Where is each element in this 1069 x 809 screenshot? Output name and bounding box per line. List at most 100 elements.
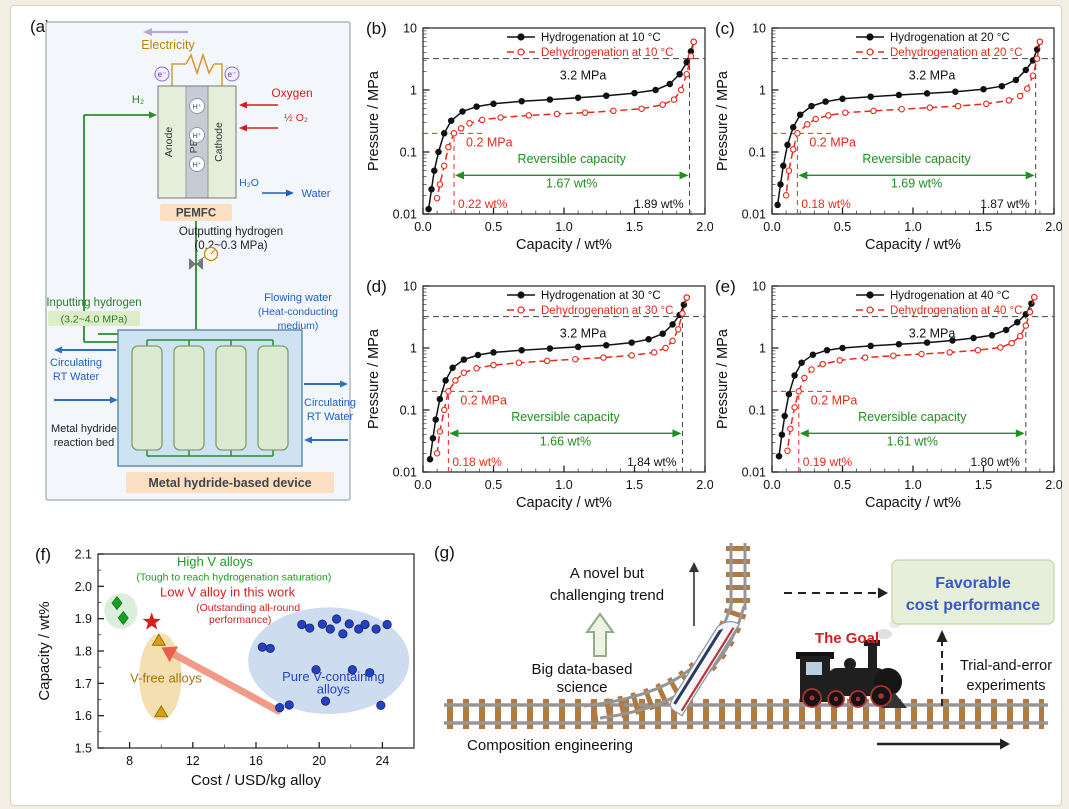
- data-point: [677, 86, 685, 94]
- panel-label: (c): [715, 19, 735, 38]
- reversible-arrow-head: [449, 429, 459, 438]
- data-point: [839, 344, 846, 352]
- reversible-label: Reversible capacity: [518, 152, 627, 166]
- x-tick-label: 0.0: [414, 220, 431, 234]
- scatter-point-pure-v: [265, 643, 275, 654]
- y-tick-label: 0.01: [742, 466, 766, 480]
- y-tick-label: 0.1: [400, 404, 417, 418]
- favorable-label-line1: Favorable: [935, 575, 1011, 592]
- y-tick-label: 1.6: [75, 709, 92, 723]
- reversible-label: Reversible capacity: [858, 410, 967, 424]
- hydride-cylinder: [131, 345, 163, 451]
- data-point: [600, 354, 607, 361]
- data-point: [823, 346, 831, 354]
- scatter-point-pure-v: [354, 624, 364, 634]
- water-label: Water: [302, 188, 331, 200]
- oxygen-arrow-head: [239, 124, 247, 132]
- low-capacity-label: 0.18 wt%: [801, 197, 851, 211]
- y-tick-label: 0.01: [393, 208, 417, 222]
- inputting-pressure-label: (3.2~4.0 MPa): [61, 314, 128, 326]
- favorable-box: [891, 559, 1055, 625]
- scatter-point-v-free: [153, 705, 169, 718]
- data-point: [460, 369, 468, 376]
- data-point: [898, 105, 905, 113]
- data-point: [433, 194, 441, 202]
- data-point: [440, 162, 448, 170]
- electron-icon: [154, 66, 170, 82]
- data-point: [440, 406, 448, 414]
- data-point: [809, 351, 817, 358]
- circuit-wire: [214, 63, 223, 86]
- data-point: [457, 125, 465, 132]
- hydride-cylinder: [173, 345, 205, 451]
- water-in-arrow-head: [304, 436, 312, 444]
- pemfc-caption: PEMFC: [176, 208, 216, 220]
- scatter-point-pure-v: [297, 619, 307, 630]
- data-point: [666, 80, 674, 88]
- data-point: [1029, 72, 1037, 79]
- water-out-arrow-head: [54, 346, 62, 354]
- data-point: [895, 91, 903, 99]
- water-out-arrow-head: [340, 380, 348, 388]
- max-capacity-label: 1.80 wt%: [970, 455, 1020, 469]
- flowing-water-label: Flowing water: [264, 292, 332, 304]
- data-point: [791, 372, 798, 379]
- x-tick-label: 0.5: [834, 478, 851, 492]
- x-tick-label: 0.0: [414, 478, 431, 492]
- h2-label: H₂: [132, 94, 144, 106]
- scatter-point-pure-v: [320, 696, 331, 706]
- data-point: [683, 59, 690, 66]
- annotation-label: High V alloys: [177, 554, 253, 569]
- x-tick-label: 16: [249, 754, 263, 768]
- scatter-point-pure-v: [311, 665, 321, 675]
- data-point: [473, 103, 480, 110]
- data-point: [794, 130, 801, 137]
- data-point: [450, 130, 458, 137]
- scatter-point-pure-v: [284, 700, 294, 710]
- water-in-arrow-head: [110, 396, 118, 404]
- y-axis-label: Pressure / MPa: [366, 70, 382, 171]
- rt-water-right-label: RT Water: [307, 411, 354, 423]
- data-point: [683, 294, 690, 301]
- data-point: [466, 120, 473, 127]
- proton-icon: [189, 156, 205, 172]
- y-axis-label: Pressure / MPa: [715, 328, 731, 429]
- scatter-point-pure-v: [382, 619, 392, 630]
- data-point: [923, 339, 931, 346]
- data-point: [572, 355, 579, 363]
- y-tick-label: 10: [752, 280, 766, 294]
- big-data-label-line2: science: [557, 679, 608, 696]
- data-point: [785, 390, 793, 398]
- x-tick-label: 1.0: [555, 478, 572, 492]
- data-point: [490, 100, 497, 108]
- legend-marker: [866, 306, 874, 314]
- data-point: [436, 428, 444, 435]
- panel-label: (e): [715, 277, 736, 296]
- data-point: [789, 124, 797, 131]
- steam-locomotive: [796, 620, 907, 708]
- medium-label: medium): [278, 320, 319, 332]
- data-point: [628, 352, 635, 359]
- x-axis-label: Capacity / wt%: [865, 495, 961, 511]
- data-point: [867, 342, 874, 350]
- proton-label: H⁺: [192, 160, 201, 169]
- goal-dashed-arrow-head: [878, 587, 888, 599]
- legend-marker: [517, 291, 525, 299]
- low-pressure-label: 0.2 MPa: [809, 135, 856, 149]
- scatter-point-pure-v: [257, 642, 267, 652]
- scatter-point-high-v: [117, 610, 129, 626]
- data-point: [440, 130, 448, 137]
- hydride-cylinder: [257, 345, 289, 451]
- data-point: [518, 97, 525, 105]
- data-point: [798, 359, 805, 366]
- scatter-point-pure-v: [325, 624, 335, 634]
- cathode-label: Cathode: [213, 122, 225, 162]
- low-capacity-label: 0.22 wt%: [458, 197, 508, 211]
- x-tick-label: 2.0: [1045, 478, 1062, 492]
- trend-up-arrow-head: [689, 562, 699, 572]
- y-tick-label: 0.01: [393, 466, 417, 480]
- data-point: [795, 388, 803, 395]
- scatter-point-v-free: [151, 633, 167, 646]
